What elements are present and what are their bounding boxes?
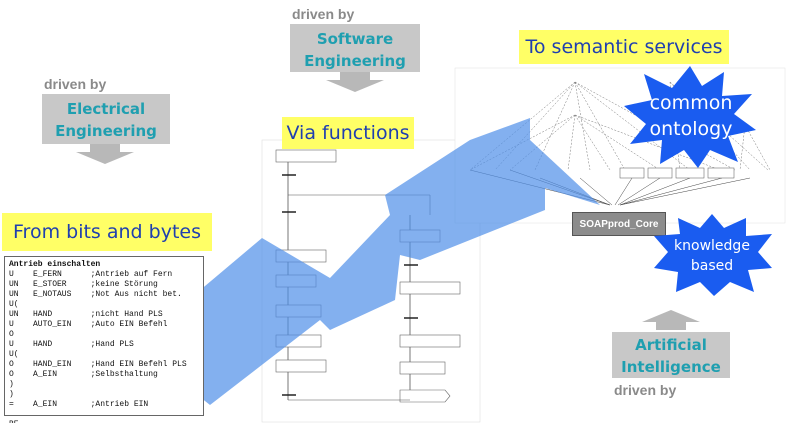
artificial-intelligence-line2: Intelligence xyxy=(621,358,721,376)
knowledge-based-line1: knowledge xyxy=(674,238,750,254)
driven-by-label-software: driven by xyxy=(292,6,355,22)
software-engineering-line2: Engineering xyxy=(304,52,406,70)
bits-and-bytes-label: From bits and bytes xyxy=(2,213,212,251)
software-engineering-box: Software Engineering xyxy=(290,24,420,72)
plc-program-line xyxy=(9,410,199,420)
plc-program-title: Antrieb einschalten xyxy=(9,260,101,269)
plc-program-line: O HAND_EIN ;Hand EIN Befehl PLS xyxy=(9,360,187,369)
common-ontology-line2: ontology xyxy=(649,118,733,140)
electrical-engineering-line1: Electrical xyxy=(66,100,146,118)
plc-program-line: U( xyxy=(9,300,19,309)
via-functions-label: Via functions xyxy=(282,117,414,149)
knowledge-based-line2: based xyxy=(690,258,734,274)
artificial-intelligence-line1: Artificial xyxy=(635,336,707,354)
plc-program-line: UN HAND ;nicht Hand PLS xyxy=(9,310,163,319)
common-ontology-burst xyxy=(624,66,756,168)
soap-core-box: SOAPprod_Core xyxy=(572,212,666,236)
common-ontology-line1: common xyxy=(649,92,733,114)
plc-program-line: UN E_NOTAUS ;Not Aus nicht bet. xyxy=(9,290,182,299)
common-ontology-text: common ontology xyxy=(626,90,756,142)
plc-program-line: BE xyxy=(9,420,199,423)
plc-program-line: ) xyxy=(9,380,14,389)
progress-arrow xyxy=(135,118,600,405)
plc-program-line: U HAND ;Hand PLS xyxy=(9,340,134,349)
up-arrow-icon xyxy=(642,310,700,330)
plc-program-line: = A_EIN ;Antrieb EIN xyxy=(9,400,149,409)
plc-program-line: O xyxy=(9,330,14,339)
electrical-engineering-box: Electrical Engineering xyxy=(42,94,170,144)
down-arrow-icon xyxy=(326,72,384,92)
plc-program-line: U( xyxy=(9,350,19,359)
plc-program-line: UN E_STOER ;keine Störung xyxy=(9,280,158,289)
driven-by-label-electrical: driven by xyxy=(44,76,107,92)
knowledge-based-burst xyxy=(654,214,772,296)
driven-by-label-ai: driven by xyxy=(614,382,677,398)
artificial-intelligence-box: Artificial Intelligence xyxy=(612,332,730,378)
plc-program-line: O A_EIN ;Selbsthaltung xyxy=(9,370,158,379)
down-arrow-icon xyxy=(76,144,134,164)
electrical-engineering-line2: Engineering xyxy=(55,122,157,140)
plc-program-panel: Antrieb einschalten U E_FERN ;Antrieb au… xyxy=(4,256,204,423)
plc-program-line: U AUTO_EIN ;Auto EIN Befehl xyxy=(9,320,168,329)
software-engineering-line1: Software xyxy=(316,30,394,48)
knowledge-based-text: knowledge based xyxy=(655,236,769,276)
plc-program-line: ) xyxy=(9,390,14,399)
plc-program-line: U E_FERN ;Antrieb auf Fern xyxy=(9,270,173,279)
semantic-services-label: To semantic services xyxy=(519,30,729,64)
